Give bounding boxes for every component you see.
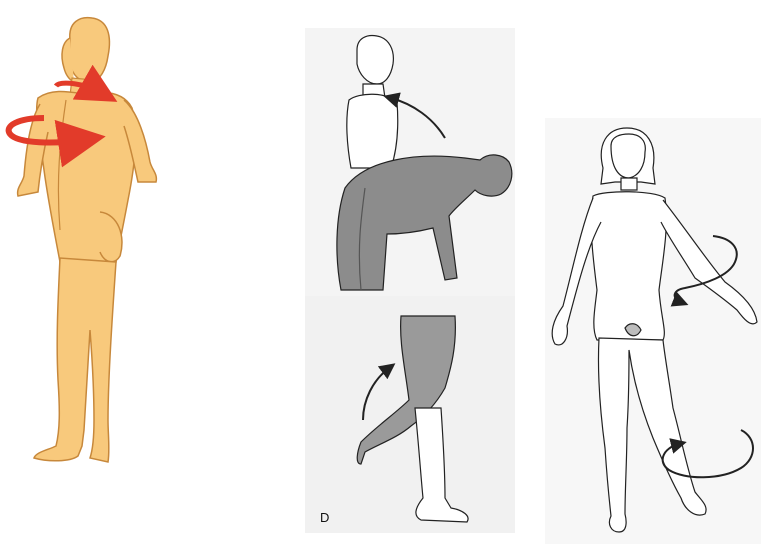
panel-letter: D [320,510,329,525]
extension-flexion-illustration: D [305,28,515,533]
frontal-figure [552,128,757,532]
trunk-rotation-illustration [0,0,170,470]
extension-flexion-drawing [305,28,515,533]
orange-figure-drawing [0,0,170,470]
limb-rotation-illustration [545,118,761,544]
figure-head [70,18,110,83]
figure-legs [34,258,116,462]
frontal-figure-drawing [545,118,761,544]
